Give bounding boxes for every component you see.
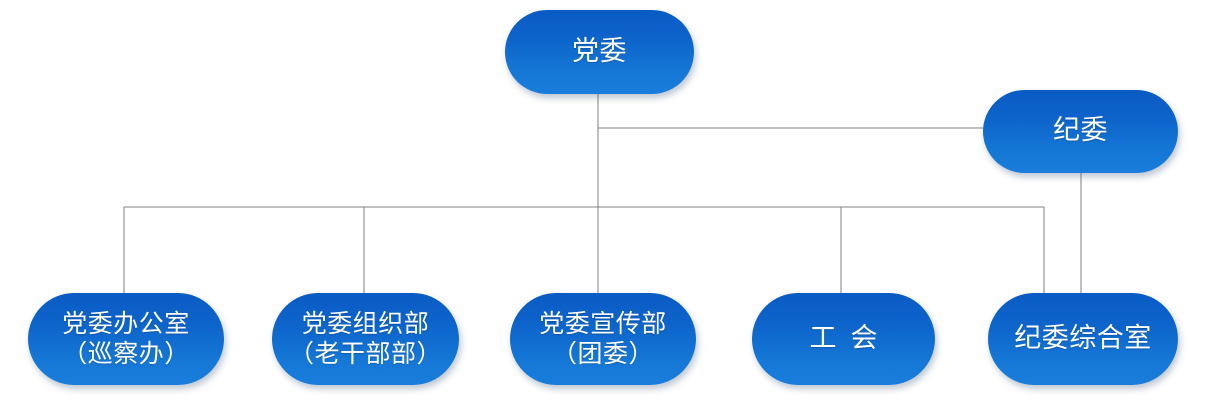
org-node-dangwei-bangongshi[interactable]: 党委办公室 （巡察办） (28, 293, 224, 385)
org-node-label: 党委宣传部 （团委） (539, 308, 667, 369)
org-node-label: 党委组织部 （老干部部） (288, 308, 442, 369)
org-node-jiwei-zonghe-shi[interactable]: 纪委综合室 (988, 293, 1178, 385)
org-node-dangwei[interactable]: 党委 (505, 10, 694, 94)
org-node-label: 党委办公室 （巡察办） (62, 308, 190, 369)
org-node-label: 纪委综合室 (1014, 322, 1152, 354)
org-node-dangwei-zuzhibu[interactable]: 党委组织部 （老干部部） (272, 293, 459, 385)
org-node-jiwei[interactable]: 纪委 (983, 90, 1178, 173)
org-node-label: 党委 (572, 35, 627, 67)
org-node-dangwei-xuanchuanbu[interactable]: 党委宣传部 （团委） (510, 293, 696, 385)
org-node-gonghui[interactable]: 工会 (752, 293, 935, 385)
org-node-label: 纪委 (1053, 115, 1108, 147)
org-node-label: 工会 (809, 322, 892, 354)
